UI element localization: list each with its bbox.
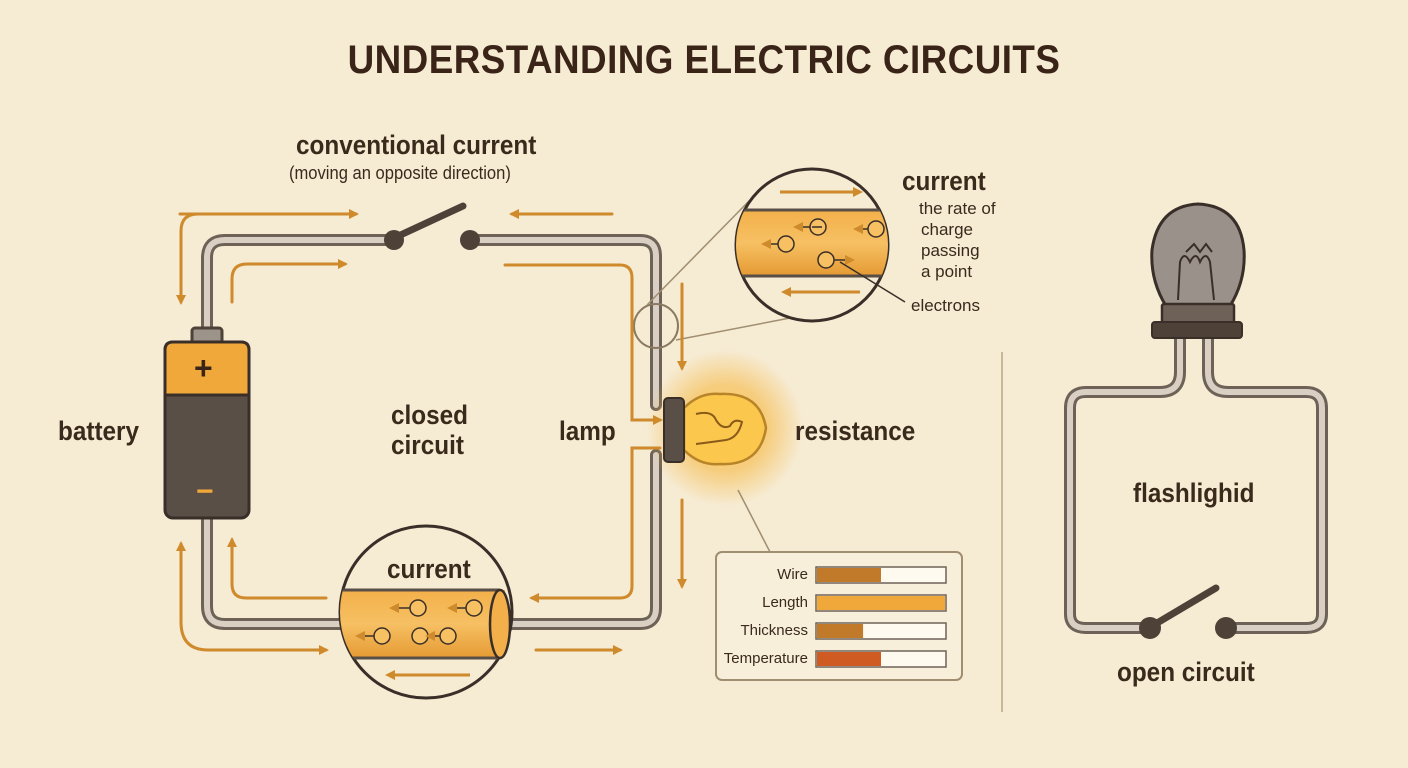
lamp-closed-circuit: [647, 350, 803, 506]
lamp-label: lamp: [559, 416, 616, 446]
current-bottom-label: current: [387, 554, 471, 584]
conventional-current-note: (moving an opposite direction): [289, 163, 511, 183]
battery-plus-sign: +: [194, 350, 213, 386]
open-circuit: [1064, 332, 1328, 634]
closed-circuit-label-line2: circuit: [391, 430, 464, 460]
battery-label: battery: [58, 416, 140, 446]
closed-circuit-label-line1: closed: [391, 400, 468, 430]
flashlight-bulb: [1150, 202, 1246, 339]
circuit-wires: [201, 234, 662, 630]
current-arrows: [176, 209, 687, 655]
electrons-label: electrons: [911, 296, 980, 315]
factor-bar-label: Thickness: [740, 622, 808, 639]
factor-bar-label: Temperature: [723, 650, 808, 667]
current-definition-line3: passing: [921, 241, 980, 260]
switch-open-circuit: [1139, 584, 1237, 639]
current-zoom-label: current: [902, 166, 986, 196]
bottom-current-circle: [338, 524, 514, 700]
battery-minus-sign: −: [196, 475, 214, 508]
factor-bar-fill: [817, 652, 881, 666]
factor-bar-fill: [817, 568, 881, 582]
current-definition-line2: charge: [921, 220, 973, 239]
current-definition-line4: a point: [921, 262, 973, 281]
resistance-label: resistance: [795, 416, 916, 446]
current-definition-line1: the rate of: [919, 199, 996, 218]
factor-bar-fill: [817, 624, 864, 638]
resistance-factors-box: [715, 551, 963, 681]
zoomed-current-circle: [734, 167, 906, 323]
battery: [163, 326, 251, 520]
magnifier-link: [633, 199, 791, 349]
resistance-pointer: [737, 489, 771, 553]
conventional-current-label: conventional current: [296, 130, 537, 160]
page-title: UNDERSTANDING ELECTRIC CIRCUITS: [347, 38, 1061, 82]
factor-bar-label: Length: [762, 594, 808, 611]
flashlight-label: flashlighid: [1133, 478, 1255, 508]
factor-bar-label: Wire: [777, 566, 808, 583]
factor-bar-fill: [817, 596, 945, 610]
open-circuit-label: open circuit: [1117, 657, 1255, 687]
switch-closed-circuit: [384, 202, 480, 250]
